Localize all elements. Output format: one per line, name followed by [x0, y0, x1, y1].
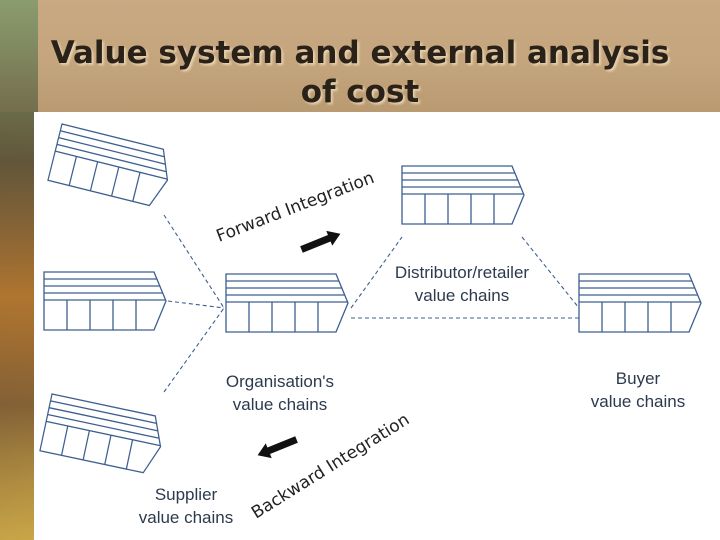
buyer-label-line-1: Buyer: [616, 369, 661, 388]
supplier-label-line-2: value chains: [139, 508, 234, 527]
supplier-chain-bottom: [39, 393, 168, 476]
slide-title: Value system and external analysis of co…: [20, 34, 700, 112]
supplier-chain-middle: [43, 271, 167, 331]
title-line-2: of cost: [300, 74, 420, 110]
buyer-label-line-2: value chains: [591, 392, 686, 411]
supplier-chain-top: [47, 123, 176, 209]
left-photo-strip: [0, 0, 38, 540]
backward-integration-label: Backward Integration: [248, 410, 413, 523]
title-line-1: Value system and external analysis: [50, 35, 670, 71]
diagram-panel: Distributor/retailer value chains Organi…: [34, 112, 720, 540]
forward-arrow-icon: [300, 230, 341, 253]
organisation-label-line-1: Organisation's: [226, 372, 334, 391]
value-system-diagram: Distributor/retailer value chains Organi…: [39, 123, 702, 527]
organisation-chain: [225, 273, 349, 333]
distributor-label-line-1: Distributor/retailer: [395, 263, 529, 282]
forward-integration-label: Forward Integration: [214, 168, 377, 247]
backward-arrow-icon: [257, 436, 298, 459]
buyer-chain: [578, 273, 702, 333]
connector-lines: [163, 214, 580, 393]
supplier-label-line-1: Supplier: [155, 485, 218, 504]
organisation-label-line-2: value chains: [233, 395, 328, 414]
distributor-chain: [401, 165, 525, 225]
title-band: [0, 0, 720, 112]
distributor-label-line-2: value chains: [415, 286, 510, 305]
